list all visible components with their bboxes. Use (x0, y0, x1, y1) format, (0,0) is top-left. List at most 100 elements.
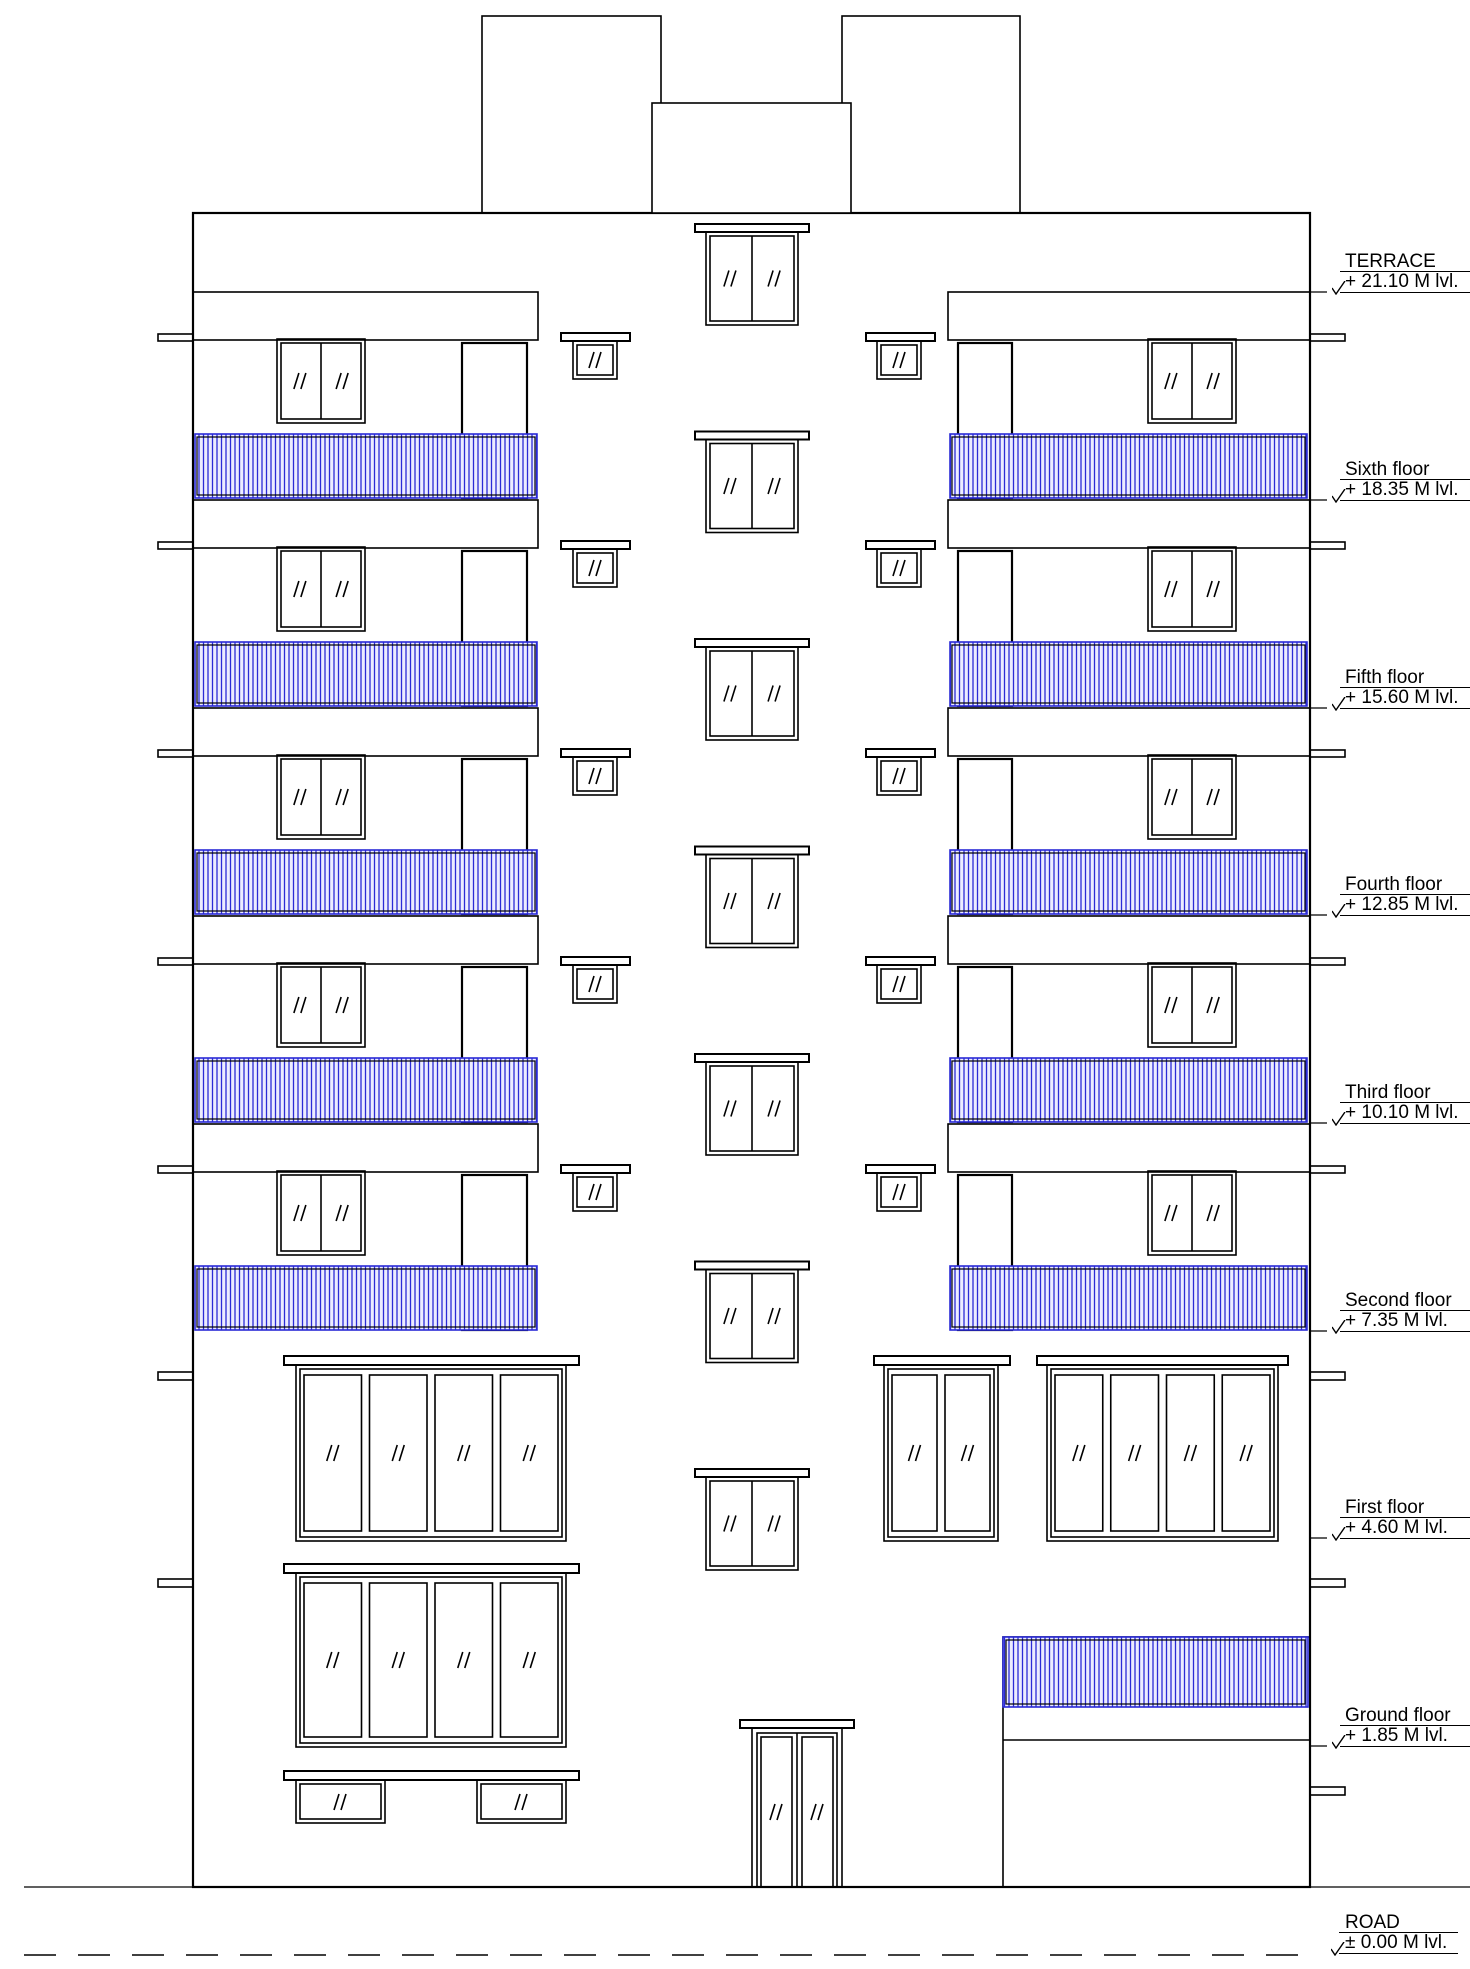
window-small-right (876, 1172, 922, 1212)
window-first-floor-left (463, 1444, 471, 1462)
window-first-floor-center (960, 1444, 968, 1462)
slab-projection-right (1309, 541, 1346, 550)
stair-window (705, 1268, 799, 1364)
window-small-left (572, 1172, 618, 1212)
window-small-left (588, 559, 595, 577)
slab-band-right (947, 291, 1311, 341)
window-right (1213, 372, 1220, 390)
window-small-right (876, 964, 922, 1004)
stair-window (705, 853, 799, 949)
stair-window (730, 1100, 737, 1117)
window-first-floor-left (332, 1444, 340, 1462)
level-value: + 21.10 M lvl. (1345, 271, 1459, 292)
ventilator-right (476, 1779, 567, 1824)
window-first-floor-center (944, 1374, 991, 1532)
window-right (1147, 546, 1237, 632)
window-first-floor-center (883, 1364, 999, 1542)
window-left (293, 1204, 300, 1222)
stair-window (723, 1307, 730, 1325)
window-right (1147, 338, 1237, 424)
window-right (1213, 996, 1220, 1014)
window-left (335, 372, 342, 390)
window-small-left (588, 351, 595, 369)
window-small-left (595, 975, 602, 993)
window-first-floor-left (303, 1374, 363, 1532)
level-name: TERRACE (1345, 251, 1436, 272)
window-first-floor-right (1079, 1444, 1086, 1462)
stair-window (767, 892, 774, 910)
window-small-left (572, 756, 618, 796)
stair-window (730, 1515, 737, 1532)
level-name: Ground floor (1345, 1705, 1451, 1726)
level-underline (1340, 1725, 1470, 1726)
window-left (276, 338, 366, 424)
balcony-railing-right (951, 1268, 1306, 1328)
level-underline (1340, 1102, 1470, 1103)
window-left (300, 1204, 307, 1222)
stair-window (705, 1476, 799, 1571)
entrance-door (769, 1803, 776, 1821)
level-mark-icon (1332, 281, 1346, 295)
window-first-floor-left (368, 1374, 428, 1532)
balcony-railing-right (949, 849, 1308, 915)
window-first-floor-center (914, 1444, 922, 1462)
window-first-floor-right (1246, 1444, 1253, 1462)
window-ground-floor-left (391, 1651, 399, 1669)
window-left (300, 788, 307, 806)
stair-window (730, 685, 737, 702)
stair-window (774, 477, 781, 495)
window-left (276, 546, 366, 632)
level-name: ROAD (1345, 1912, 1400, 1933)
window-ground-floor-left (456, 1651, 464, 1669)
window-ground-floor-left (295, 1572, 567, 1748)
window-small-right (880, 344, 918, 376)
window-right (1147, 1170, 1237, 1256)
window-small-right (876, 548, 922, 588)
window-first-floor-right (1054, 1374, 1104, 1532)
window-small-left (576, 1176, 614, 1208)
level-mark-icon (1332, 1112, 1346, 1126)
window-ground-floor-left (463, 1651, 471, 1669)
window-small-right (880, 552, 918, 584)
slab-projection-right (1309, 1165, 1346, 1174)
balcony-railing-left (196, 1268, 536, 1328)
slab-band-right (947, 915, 1311, 965)
stair-window (774, 892, 781, 910)
balcony-railing-left (194, 433, 538, 499)
window-right (1164, 996, 1171, 1014)
window-small-left (572, 964, 618, 1004)
window-first-floor-left (522, 1444, 530, 1462)
slab-projection-left (157, 1165, 194, 1174)
stair-window (705, 646, 799, 741)
window-first-floor-right (1050, 1368, 1275, 1538)
level-mark-icon (1332, 904, 1346, 918)
window-first-floor-left (499, 1374, 559, 1532)
window-left (342, 580, 349, 598)
level-underline (1340, 894, 1470, 895)
level-name: Fifth floor (1345, 667, 1425, 688)
level-value: + 15.60 M lvl. (1345, 687, 1459, 708)
window-first-floor-center (967, 1444, 975, 1462)
stair-window (774, 685, 781, 702)
balcony-railing-left (196, 644, 536, 704)
window-right (1147, 962, 1237, 1048)
slab-projection-left (157, 333, 194, 342)
level-underline (1340, 1746, 1470, 1747)
roof-structure-center (651, 102, 852, 214)
balcony-railing-right (951, 852, 1306, 912)
level-underline (1340, 687, 1470, 688)
window-small-right (899, 559, 906, 577)
window-small-left (588, 975, 595, 993)
window-first-floor-left (325, 1444, 333, 1462)
level-underline (1340, 1123, 1470, 1124)
balcony-railing-right (949, 1265, 1308, 1331)
window-small-right (892, 351, 899, 369)
entrance-door (776, 1803, 783, 1821)
stair-window (723, 1100, 730, 1117)
stair-window (767, 685, 774, 702)
window-right (1206, 372, 1213, 390)
slab-projection-right (1309, 957, 1346, 966)
window-right (1171, 996, 1178, 1014)
window-first-floor-center (891, 1374, 938, 1532)
window-small-left (588, 1183, 595, 1201)
